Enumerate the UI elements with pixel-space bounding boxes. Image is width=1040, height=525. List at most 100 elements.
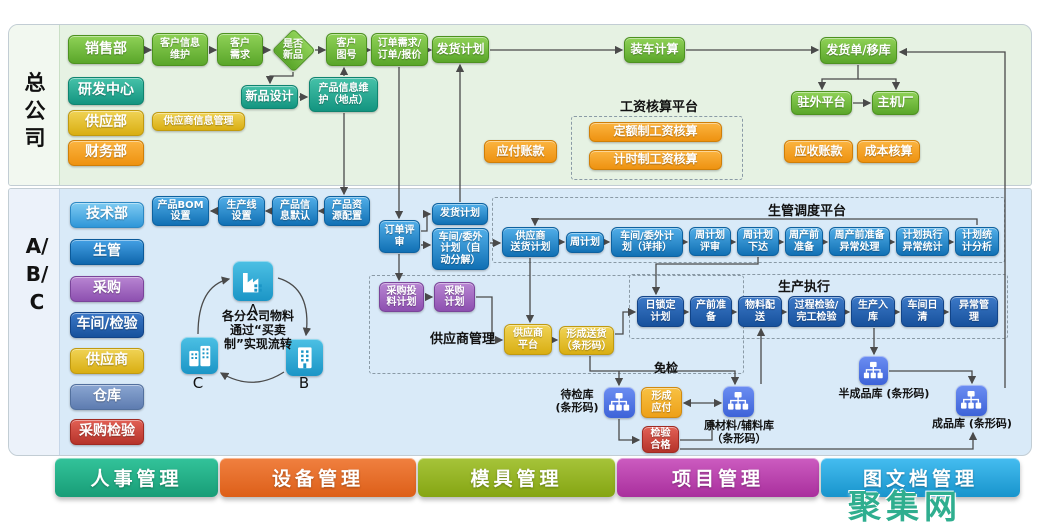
shipping-order-transfer: 发货单/移库 (820, 37, 897, 64)
arrow-48 (618, 419, 641, 445)
arrow-11 (265, 72, 294, 85)
field-platform: 驻外平台 (791, 91, 852, 115)
watermark-text: 聚集网 (848, 487, 962, 525)
product-resource-config: 产品资 源配置 (324, 196, 370, 226)
customer-demand: 客户 需求 (217, 33, 263, 66)
arrow-46 (589, 356, 740, 386)
arrow-8 (817, 65, 859, 91)
arc-b-to-c (219, 371, 285, 383)
module-bar-document: 图文档管理 (821, 458, 1020, 497)
supplier-delivery-plan: 供应商 送货计划 (502, 227, 559, 257)
order-demand-quote: 订单需求/ 订单/报价 (371, 33, 428, 66)
finance-dept: 财务部 (68, 140, 144, 166)
purchase-plan: 采购 计划 (434, 282, 475, 312)
arc-a-to-b (277, 277, 312, 337)
quota-wage-calc: 定额制工资核算 (589, 122, 722, 142)
inspection-pass: 检验 合格 (642, 426, 679, 453)
oem-factory: 主机厂 (872, 91, 919, 115)
order-review: 订单评 审 (379, 220, 420, 253)
week-plan-release: 周计划 下达 (737, 227, 779, 256)
material-distribution: 物料配 送 (738, 296, 782, 327)
company-a-label: A (247, 301, 259, 319)
arrow-21 (421, 209, 432, 232)
supplier-dept: 供应商 (70, 348, 144, 374)
arc-c-to-a (197, 276, 231, 335)
company-a-icon (233, 261, 273, 301)
arrow-54 (680, 431, 978, 450)
arrow-35 (651, 257, 759, 296)
module-bar-project: 项目管理 (617, 458, 819, 497)
pending-warehouse-icon (604, 387, 635, 418)
sched-platform-title: 生管调度平台 (768, 204, 847, 219)
workshop-inspection-dept: 车间/检验 (70, 312, 144, 338)
form-payable: 形成 应付 (641, 387, 682, 418)
week-plan: 周计划 (566, 232, 604, 253)
purchase-feeding-plan: 采购投 料计划 (379, 282, 424, 312)
supplier-mgmt-title: 供应商管理 (430, 332, 496, 347)
plan-exec-abnormal-stat: 计划执行 异常统计 (896, 227, 949, 256)
raw-material-warehouse-label: 原材料/辅料库 （条形码） (703, 419, 775, 445)
sales-dept: 销售部 (68, 35, 144, 64)
preprod-prep: 产前准 备 (690, 296, 732, 327)
product-bom-setup: 产品BOM 设置 (152, 196, 209, 226)
module-bar-mold: 模具管理 (418, 458, 615, 497)
cost-accounting: 成本核算 (857, 140, 920, 163)
semi-product-warehouse-icon (859, 356, 888, 385)
product-info-maintain-site: 产品信息维 护（地点） (309, 77, 378, 112)
week-plan-review: 周计划 评审 (689, 227, 731, 256)
company-c-label: C (192, 374, 204, 392)
production-line-setup: 生产线 设置 (218, 196, 265, 226)
purchase-inspection-dept: 采购检验 (70, 419, 144, 445)
company-b-icon (286, 339, 323, 376)
purchasing-dept: 采购 (70, 276, 144, 302)
wage-platform-title: 工资核算平台 (620, 100, 699, 115)
abnormal-mgmt: 异常管 理 (950, 296, 998, 327)
finished-warehouse-icon (956, 385, 987, 416)
plan-stat-analysis: 计划统 计分析 (955, 227, 999, 256)
production-exec-group (629, 274, 1008, 339)
branch-section-label: A/B/C (25, 234, 49, 314)
supplier-info-mgmt: 供应商信息管理 (152, 112, 245, 131)
workshop-outsource-plan-auto: 车间/委外 计划（自 动分解） (432, 228, 489, 270)
is-new-product: 是否 新品 (271, 28, 317, 74)
shipping-plan-top: 发货计划 (432, 36, 489, 63)
workshop-daily-clear: 车间日 清 (901, 296, 944, 327)
weekly-preprod-prep: 周产前 准备 (785, 227, 823, 256)
arrow-17 (898, 47, 1006, 388)
rd-center: 研发中心 (68, 77, 144, 105)
arrow-49 (680, 418, 717, 441)
supplier-platform: 供应商 平台 (504, 324, 552, 355)
accounts-receivable: 应收账款 (784, 140, 853, 163)
warehouse-dept: 仓库 (70, 384, 144, 410)
new-product-design: 新品设计 (241, 85, 298, 109)
headquarters-section-label: 总公司 (24, 71, 46, 151)
is-new-product-label: 是否 新品 (283, 38, 303, 61)
process-completion-inspection: 过程检验/ 完工检验 (788, 296, 845, 327)
tech-dept: 技术部 (70, 202, 144, 228)
arrow-43 (476, 296, 504, 345)
supply-dept: 供应部 (68, 110, 144, 136)
company-b-label: B (298, 374, 310, 392)
semi-product-warehouse-label: 半成品库 (条形码) (838, 387, 930, 400)
arrow-9 (858, 78, 901, 91)
hourly-wage-calc: 计时制工资核算 (589, 150, 722, 170)
loading-calc: 装车计算 (624, 37, 685, 63)
production-mgmt-dept: 生管 (70, 239, 144, 265)
arrow-34 (530, 217, 978, 227)
preprod-abnormal-handle: 周产前准备 异常处理 (829, 227, 890, 256)
company-c-icon (181, 337, 218, 374)
headquarters-label-strip (9, 25, 60, 185)
production-instock: 生产入 库 (851, 296, 895, 327)
workshop-outsource-plan-detail: 车间/委外计 划（详排） (611, 227, 683, 257)
finished-warehouse-label: 成品库 (条形码) (932, 417, 1012, 430)
abc-circle-note: 各分公司物料 通过“买卖 制”实现流转 (221, 309, 294, 351)
exempt-inspection-label: 免检 (654, 361, 679, 375)
form-delivery-barcode: 形成送货 （条形码） (559, 326, 614, 355)
production-exec-title: 生产执行 (778, 280, 831, 295)
day-lock-plan: 日锁定 计划 (637, 296, 684, 327)
pending-warehouse-label: 待检库 (条形码) (555, 388, 599, 414)
arrow-45 (615, 307, 637, 335)
customer-drawing-no: 客户 图号 (326, 33, 367, 66)
raw-material-warehouse-icon (723, 386, 754, 417)
